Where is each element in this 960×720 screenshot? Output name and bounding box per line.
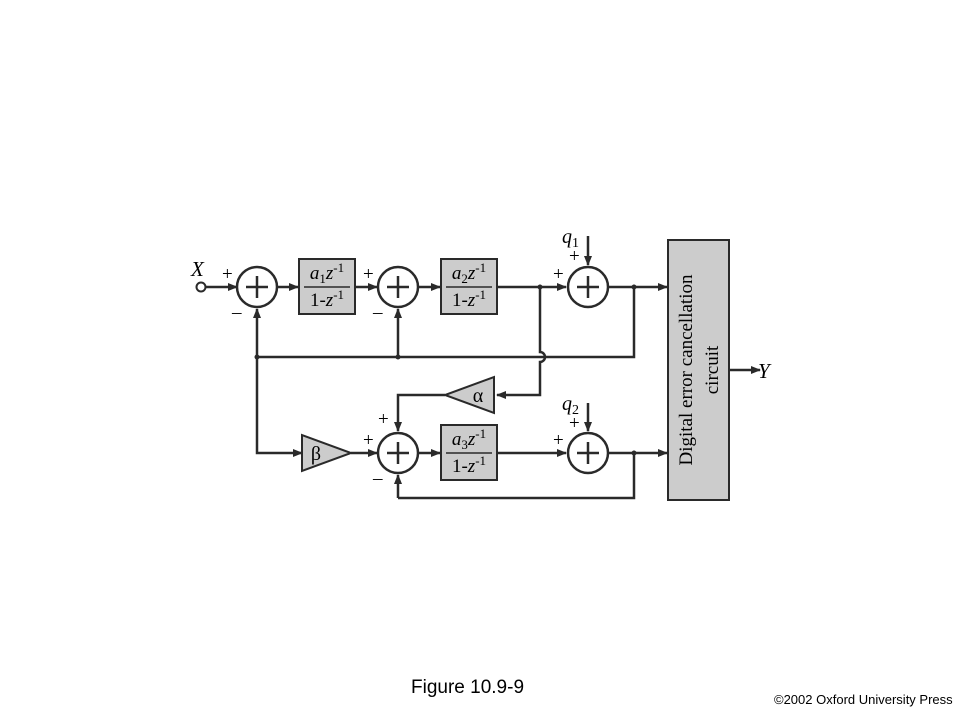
integrator-2-numerator: a2z-1: [452, 260, 486, 286]
integrator-2-denominator: 1-z-1: [452, 287, 486, 311]
plus-sign: +: [363, 430, 374, 451]
input-label: X: [190, 257, 205, 281]
minus-sign: –: [231, 302, 242, 323]
figure-caption: Figure 10.9-9: [411, 677, 525, 698]
sum-symbol: [577, 442, 599, 464]
plus-sign: +: [569, 246, 580, 267]
plus-sign: +: [378, 409, 389, 430]
alpha-gain-block: [442, 375, 495, 415]
dec-label-line2: circuit: [702, 345, 723, 394]
input-terminal: [195, 281, 207, 293]
alpha-label: α: [473, 385, 484, 407]
q2-label: q2: [562, 393, 579, 418]
digital-error-cancellation-block: [667, 239, 730, 501]
beta-gain-block: [301, 433, 354, 473]
integrator-1-denominator: 1-z-1: [310, 287, 344, 311]
integrator-3-denominator: 1-z-1: [452, 453, 486, 477]
plus-sign: +: [222, 264, 233, 285]
junction-dot: [254, 354, 260, 360]
junction-dot: [631, 450, 637, 456]
minus-sign: –: [372, 468, 383, 489]
plus-sign: +: [553, 264, 564, 285]
sum-symbol: [577, 276, 599, 298]
minus-sign: –: [372, 302, 383, 323]
junction-dot: [395, 354, 401, 360]
wire-feedback-row1: [257, 287, 636, 359]
wire-feedback-row2: [398, 453, 636, 500]
copyright-notice: ©2002 Oxford University Press: [774, 692, 953, 707]
wire-tap-to-alpha: [496, 287, 547, 399]
sum-symbol: [387, 442, 409, 464]
wire-alpha-to-sum4: [394, 393, 445, 432]
beta-label: β: [311, 443, 321, 465]
integrator-1-numerator: a1z-1: [310, 260, 344, 286]
integrator-3-numerator: a3z-1: [452, 426, 486, 452]
wire-sum1-out-to-beta: [255, 357, 303, 457]
plus-sign: +: [363, 264, 374, 285]
plus-sign: +: [553, 430, 564, 451]
dec-label-line1: Digital error cancellation: [676, 274, 697, 465]
sum-symbol: [387, 276, 409, 298]
junction-dot: [537, 284, 543, 290]
sum-symbol: [246, 276, 268, 298]
q1-label: q1: [562, 226, 579, 251]
output-label: Y: [758, 359, 772, 383]
junction-dot: [631, 284, 637, 290]
plus-sign: +: [569, 413, 580, 434]
